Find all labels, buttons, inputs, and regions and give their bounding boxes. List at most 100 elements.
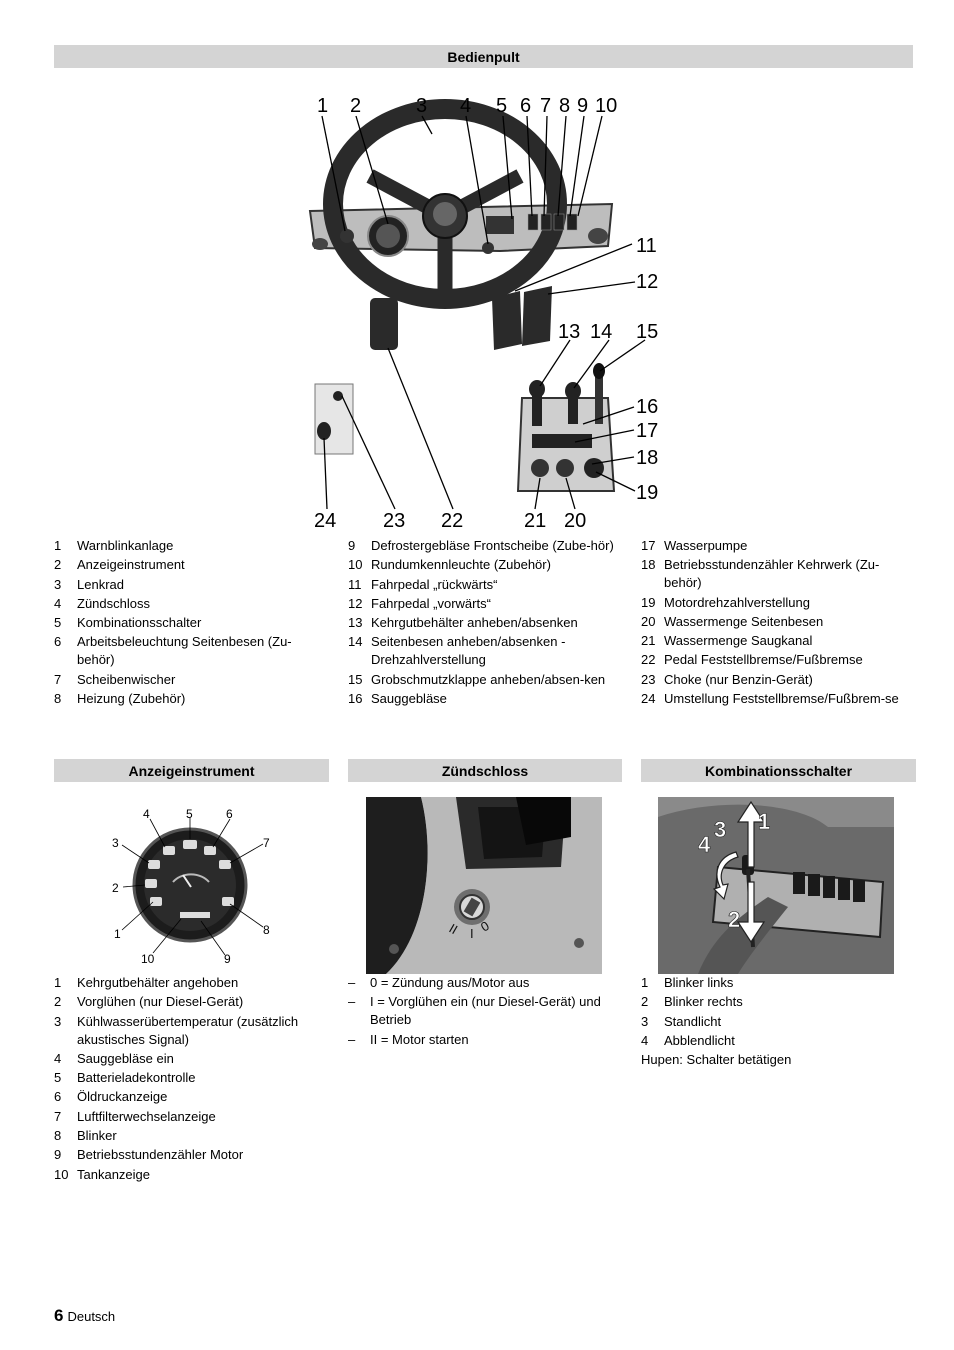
list-item-number: 5	[54, 1069, 77, 1087]
list-item-text: Sauggebläse ein	[77, 1050, 329, 1068]
list-item-text: Vorglühen (nur Diesel-Gerät)	[77, 993, 329, 1011]
list-item-number: 21	[641, 632, 664, 650]
page-number: 6	[54, 1306, 63, 1325]
callout-20: 20	[564, 510, 586, 532]
list-item-text: Warnblinkanlage	[77, 537, 329, 555]
callout-16: 16	[636, 396, 658, 418]
section-header-zuendschloss: Zündschloss	[348, 759, 622, 782]
list-item-text: Wasserpumpe	[664, 537, 916, 555]
callout-9: 9	[577, 95, 588, 117]
list-item-dash: –	[348, 993, 370, 1029]
list-item-number: 7	[54, 671, 77, 689]
list-item-text: Kehrgutbehälter angehoben	[77, 974, 329, 992]
list-item-number: 6	[54, 633, 77, 669]
list-item-text: Fahrpedal „rückwärts“	[371, 576, 622, 594]
control-panel-illustration: 1 2 3 4 5 6 7 8 9 10 11 12 13 14 15 16 1…	[300, 86, 675, 536]
list-item-number: 2	[54, 993, 77, 1011]
callout-15: 15	[636, 321, 658, 343]
gauge-callout-4: 4	[143, 807, 150, 821]
list-item-number: 24	[641, 690, 664, 708]
gauge-callout-2: 2	[112, 881, 119, 895]
list-item-text: Arbeitsbeleuchtung Seitenbesen (Zu-behör…	[77, 633, 329, 669]
list-item-number: 1	[54, 537, 77, 555]
callout-24: 24	[314, 510, 336, 532]
list-item-text: Seitenbesen anheben/absenken - Drehzahlv…	[371, 633, 622, 669]
list-item-text: Scheibenwischer	[77, 671, 329, 689]
list-item-text: Rundumkennleuchte (Zubehör)	[371, 556, 622, 574]
list-item-number: 10	[54, 1166, 77, 1184]
list-item-text: Fahrpedal „vorwärts“	[371, 595, 622, 613]
callout-14: 14	[590, 321, 612, 343]
list-item-text: Blinker links	[664, 974, 916, 992]
list-item-number: 16	[348, 690, 371, 708]
list-item-number: 18	[641, 556, 664, 592]
list-item-number: 13	[348, 614, 371, 632]
list-item-number: 6	[54, 1088, 77, 1106]
list-item-text: Zündschloss	[77, 595, 329, 613]
page-language: Deutsch	[67, 1309, 115, 1324]
section-header-anzeigeinstrument: Anzeigeinstrument	[54, 759, 329, 782]
combo-arrow-label-1: 1	[758, 809, 770, 834]
list-item-text: I = Vorglühen ein (nur Diesel-Gerät) und…	[370, 993, 622, 1029]
callout-17: 17	[636, 420, 658, 442]
list-item-number: 22	[641, 651, 664, 669]
list-item-number: 8	[54, 690, 77, 708]
list-item-number: 19	[641, 594, 664, 612]
callout-1: 1	[317, 95, 328, 117]
list-item-text: Kombinationsschalter	[77, 614, 329, 632]
ignition-figure: II I 0	[366, 797, 602, 979]
list-item-number: 2	[54, 556, 77, 574]
list-item-number: 15	[348, 671, 371, 689]
list-item-number: 4	[54, 1050, 77, 1068]
list-item-number: 17	[641, 537, 664, 555]
callout-5: 5	[496, 95, 507, 117]
gauge-callout-9: 9	[224, 952, 231, 966]
list-item-text: Betriebsstundenzähler Motor	[77, 1146, 329, 1164]
callout-10: 10	[595, 95, 617, 117]
list-item-text: Choke (nur Benzin-Gerät)	[664, 671, 916, 689]
callout-8: 8	[559, 95, 570, 117]
list-item-text: Umstellung Feststellbremse/Fußbrem-se	[664, 690, 916, 708]
section-header-bedienpult: Bedienpult	[54, 45, 913, 68]
list-item-text: Luftfilterwechselanzeige	[77, 1108, 329, 1126]
list-item-number: 4	[54, 595, 77, 613]
combination-switch-figure: 1 2 3 4	[658, 797, 894, 979]
list-item-text: Kühlwasserübertemperatur (zusätzlich aku…	[77, 1013, 329, 1049]
callout-2: 2	[350, 95, 361, 117]
list-item-text: Lenkrad	[77, 576, 329, 594]
list-item-number: 11	[348, 576, 371, 594]
callout-22: 22	[441, 510, 463, 532]
gauge-callout-8: 8	[263, 923, 270, 937]
list-item-number: 9	[54, 1146, 77, 1164]
combo-arrow-label-4: 4	[698, 832, 711, 857]
list-item-number: 2	[641, 993, 664, 1011]
combo-arrow-label-3: 3	[714, 817, 726, 842]
